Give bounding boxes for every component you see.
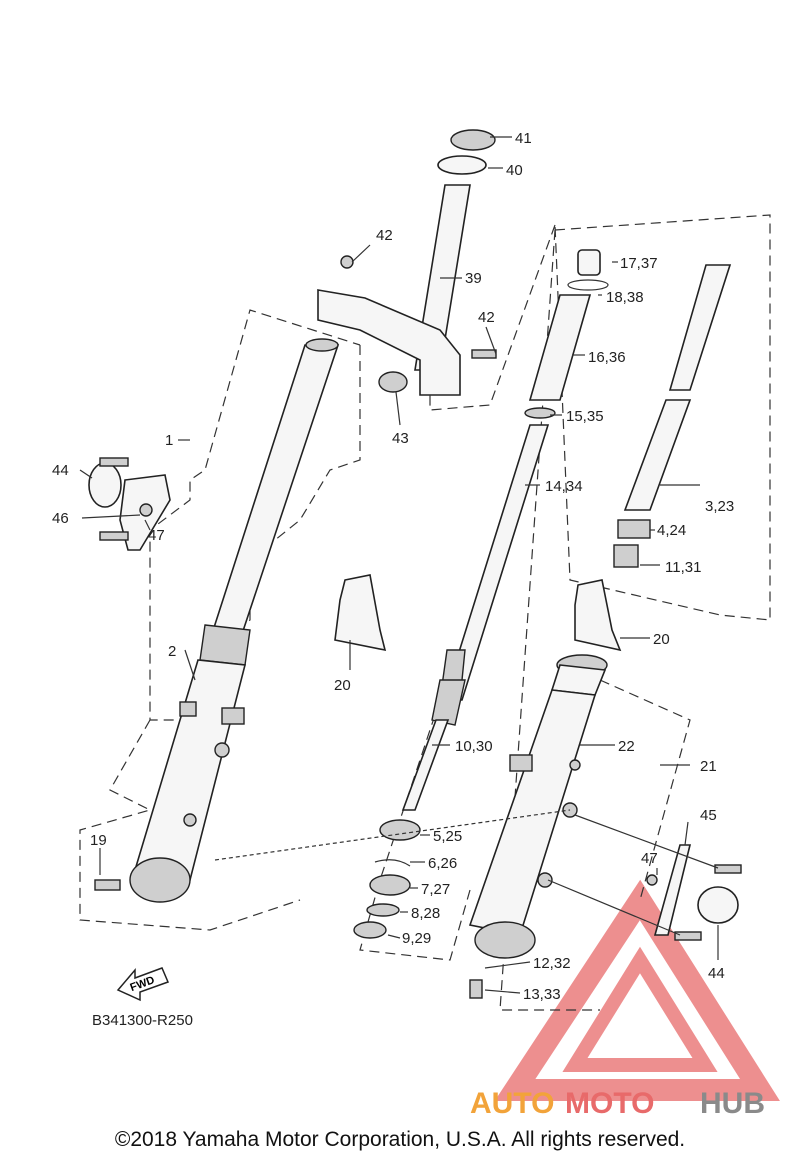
callout-42-right: 42 (478, 309, 495, 326)
callout-47-left: 47 (148, 527, 165, 544)
watermark-hub: HUB (700, 1087, 765, 1120)
watermark-auto: AUTO (470, 1087, 554, 1120)
callout-15-35: 15,35 (566, 408, 604, 425)
callout-22: 22 (618, 738, 635, 755)
fork-guard-left (334, 574, 622, 652)
callout-12-32: 12,32 (533, 955, 571, 972)
callout-13-33: 13,33 (523, 986, 561, 1003)
watermark-logo (494, 879, 780, 1101)
fork-internals (353, 249, 609, 939)
callout-10-30: 10,30 (455, 738, 493, 755)
callout-19: 19 (90, 832, 107, 849)
watermark-text: AUTO MOTO HUB (470, 1087, 765, 1120)
leader-lines (79, 136, 719, 994)
callout-4-24: 4,24 (657, 522, 686, 539)
callout-16-36: 16,36 (588, 349, 626, 366)
callout-44-right: 44 (708, 965, 725, 982)
fwd-arrow: FWD (116, 967, 170, 1002)
callout-47-right: 47 (641, 850, 658, 867)
callout-3-23: 3,23 (705, 498, 734, 515)
callout-18-38: 18,38 (606, 289, 644, 306)
callout-11-31: 11,31 (665, 559, 701, 576)
watermark-moto: MOTO (565, 1087, 654, 1120)
left-reflector-assembly (88, 457, 171, 551)
callout-39: 39 (465, 270, 482, 287)
callout-40: 40 (506, 162, 523, 179)
callout-46: 46 (52, 510, 69, 527)
steering-stem-assembly (317, 129, 497, 396)
callout-43: 43 (392, 430, 409, 447)
right-fork-leg (468, 654, 608, 999)
callout-45: 45 (700, 807, 717, 824)
callout-17-37: 17,37 (620, 255, 658, 272)
callout-42-top: 42 (376, 227, 393, 244)
callout-5-25: 5,25 (433, 828, 462, 845)
callout-44-left: 44 (52, 462, 69, 479)
callout-6-26: 6,26 (428, 855, 457, 872)
copyright-notice: ©2018 Yamaha Motor Corporation, U.S.A. A… (114, 1128, 686, 1151)
callout-14-34: 14,34 (545, 478, 583, 495)
callout-21: 21 (700, 758, 717, 775)
callout-2: 2 (168, 643, 176, 660)
callout-1: 1 (165, 432, 173, 449)
callout-20-left: 20 (334, 677, 351, 694)
callout-8-28: 8,28 (411, 905, 440, 922)
right-reflector-assembly (646, 844, 742, 941)
left-fork-leg (94, 338, 340, 903)
callout-41: 41 (515, 130, 532, 147)
right-inner-tube (613, 264, 732, 568)
callout-labels: 41 40 42 39 42 43 1 44 46 47 2 20 17,37 … (52, 130, 734, 1029)
callout-7-27: 7,27 (421, 881, 450, 898)
callout-20-right: 20 (653, 631, 670, 648)
diagram-code: B341300-R250 (92, 1012, 193, 1029)
callout-9-29: 9,29 (402, 930, 431, 947)
